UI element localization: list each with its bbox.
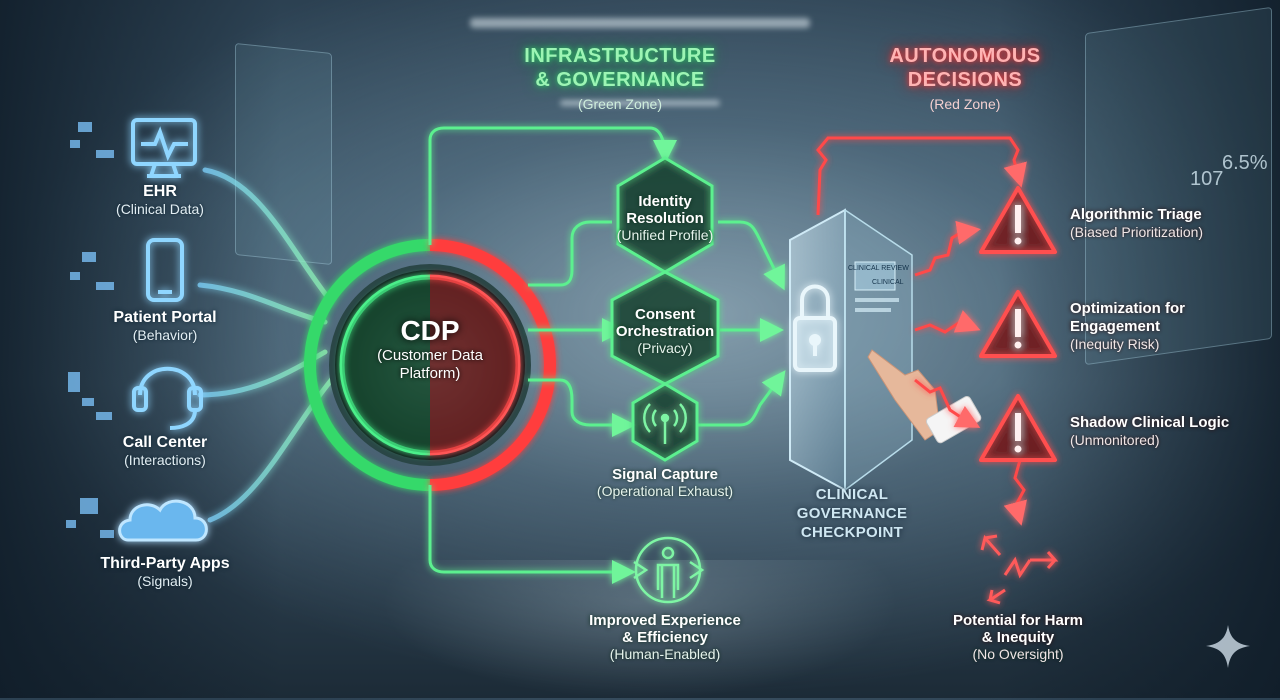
screen-label: CLINICAL bbox=[872, 279, 904, 286]
consent-orchestration-label: Consent Orchestration (Privacy) bbox=[580, 306, 750, 356]
improved-experience-label: Improved Experience & Efficiency (Human-… bbox=[560, 612, 770, 662]
risk-title: Optimization for bbox=[1070, 300, 1185, 317]
node-subtitle: (Unified Profile) bbox=[616, 227, 714, 243]
warning-triangle-icon bbox=[979, 186, 1057, 254]
ceiling-light bbox=[560, 100, 720, 106]
monitor-heartbeat-icon bbox=[131, 118, 197, 178]
red-zone-subtitle: (Red Zone) bbox=[929, 96, 1001, 112]
cloud-icon bbox=[118, 499, 208, 542]
zone-title-line: INFRASTRUCTURE bbox=[524, 45, 716, 67]
background-screen-value: 107 bbox=[1190, 168, 1224, 190]
clinical-governance-checkpoint-label: CLINICAL GOVERNANCE CHECKPOINT bbox=[772, 485, 932, 542]
source-subtitle: (Interactions) bbox=[124, 452, 206, 468]
cdp-label: CDP (Customer Data Platform) bbox=[330, 315, 530, 383]
risk-algorithmic-triage: Algorithmic Triage (Biased Prioritizatio… bbox=[1070, 206, 1203, 240]
risk-title: Engagement bbox=[1070, 318, 1161, 335]
sparkle-icon bbox=[1206, 625, 1250, 668]
node-subtitle: (Human-Enabled) bbox=[609, 646, 721, 662]
data-fragments bbox=[66, 122, 114, 538]
green-zone-title: INFRASTRUCTURE & GOVERNANCE bbox=[500, 44, 740, 92]
red-connectors bbox=[816, 136, 1027, 526]
warning-triangle-icon bbox=[979, 394, 1057, 462]
source-subtitle: (Clinical Data) bbox=[116, 201, 204, 217]
node-subtitle: (Operational Exhaust) bbox=[596, 483, 734, 499]
antenna-signal-icon bbox=[643, 403, 687, 444]
warning-triangle-icon bbox=[979, 290, 1057, 358]
green-connectors bbox=[428, 126, 786, 584]
cdp-ring bbox=[304, 239, 556, 491]
ceiling-light bbox=[470, 18, 810, 28]
node-title: Orchestration bbox=[615, 323, 715, 340]
checkpoint-line: GOVERNANCE bbox=[796, 505, 908, 522]
node-title: Consent bbox=[635, 306, 695, 323]
cdp-subtitle: (Customer Data bbox=[377, 347, 483, 364]
source-third-party-apps: Third-Party Apps (Signals) bbox=[85, 555, 245, 589]
cdp-subtitle: Platform) bbox=[399, 365, 461, 382]
red-zone-title: AUTONOMOUS DECISIONS bbox=[870, 44, 1060, 92]
node-subtitle: (Privacy) bbox=[637, 340, 693, 356]
risk-title: Shadow Clinical Logic bbox=[1070, 414, 1230, 431]
source-title: Third-Party Apps bbox=[100, 555, 230, 572]
node-title: Signal Capture bbox=[612, 466, 718, 483]
node-title: & Efficiency bbox=[622, 629, 708, 646]
risk-shadow-clinical-logic: Shadow Clinical Logic (Unmonitored) bbox=[1070, 414, 1229, 448]
source-patient-portal: Patient Portal (Behavior) bbox=[85, 309, 245, 343]
broken-arrows-icon bbox=[980, 534, 1059, 605]
headset-icon bbox=[132, 366, 203, 430]
screen-label: CLINICAL REVIEW bbox=[848, 265, 909, 272]
padlock-icon bbox=[793, 284, 837, 372]
cdp-title: CDP bbox=[400, 315, 460, 346]
stream-portal bbox=[197, 282, 328, 325]
risk-subtitle: (Unmonitored) bbox=[1070, 432, 1160, 448]
harm-subtitle: (No Oversight) bbox=[972, 646, 1064, 662]
risk-subtitle: (Biased Prioritization) bbox=[1070, 224, 1204, 240]
potential-harm-label: Potential for Harm & Inequity (No Oversi… bbox=[918, 612, 1118, 662]
checkpoint-line: CHECKPOINT bbox=[800, 524, 904, 541]
checkpoint-line: CLINICAL bbox=[815, 486, 889, 503]
zone-title-line: AUTONOMOUS bbox=[889, 45, 1041, 67]
source-subtitle: (Signals) bbox=[137, 573, 193, 589]
zone-title-line: DECISIONS bbox=[907, 69, 1023, 91]
source-ehr: EHR (Clinical Data) bbox=[80, 183, 240, 217]
checkpoint-glass-panel bbox=[789, 208, 913, 492]
source-subtitle: (Behavior) bbox=[132, 327, 198, 343]
risk-title: Algorithmic Triage bbox=[1070, 206, 1202, 223]
source-title: Patient Portal bbox=[113, 309, 217, 326]
risk-subtitle: (Inequity Risk) bbox=[1070, 336, 1160, 352]
node-title: Improved Experience bbox=[589, 612, 741, 629]
node-title: Resolution bbox=[626, 210, 704, 227]
background-screen-value: 6.5% bbox=[1222, 152, 1268, 174]
smartphone-icon bbox=[146, 238, 184, 302]
signal-capture-label: Signal Capture (Operational Exhaust) bbox=[560, 466, 770, 499]
harm-title: Potential for Harm bbox=[952, 612, 1084, 629]
risk-optimization-engagement: Optimization for Engagement (Inequity Ri… bbox=[1070, 300, 1185, 352]
source-call-center: Call Center (Interactions) bbox=[85, 434, 245, 468]
node-title: Identity bbox=[638, 193, 692, 210]
stream-ehr bbox=[202, 167, 333, 303]
harm-title: & Inequity bbox=[981, 629, 1055, 646]
signal-capture-node bbox=[631, 382, 699, 462]
person-flow-icon bbox=[633, 536, 705, 604]
green-zone-subtitle: (Green Zone) bbox=[577, 96, 663, 112]
zone-title-line: & GOVERNANCE bbox=[535, 69, 705, 91]
identity-resolution-label: Identity Resolution (Unified Profile) bbox=[580, 193, 750, 243]
source-title: Call Center bbox=[122, 434, 208, 451]
source-title: EHR bbox=[143, 183, 177, 200]
